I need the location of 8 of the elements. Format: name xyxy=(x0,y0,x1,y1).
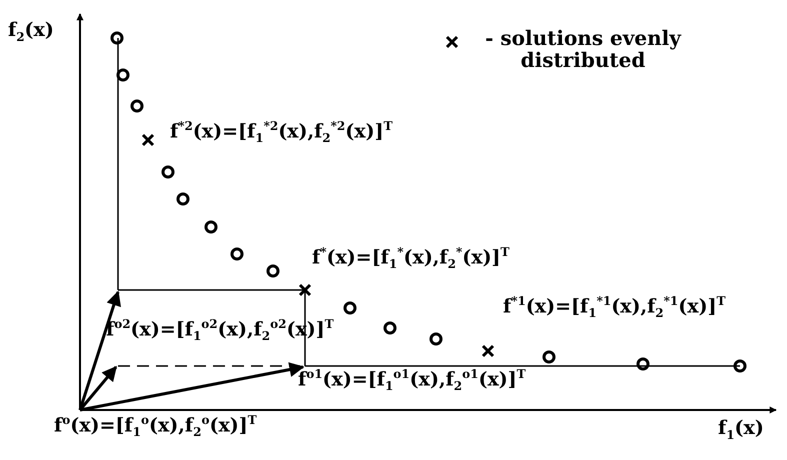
formula-label: f$^{*1}$(x)=[f$_{1}$$^{*1}$(x),f$_{2}$$^{*1}$(x)]$^{T}$ xyxy=(503,295,726,320)
axis-label: f$_{1}$(x) xyxy=(718,418,764,442)
formula-label: f$^{*2}$(x)=[f$_{1}$$^{*2}$(x),f$_{2}$$^{*2}$(x)]$^{T}$ xyxy=(170,120,393,146)
formula-label: f$^{o1}$(x)=[f$_{1}$$^{o1}$(x),f$_{2}$$^{o1}$(x)]$^{T}$ xyxy=(298,368,526,394)
axis-label: f$_{2}$(x) xyxy=(8,20,54,44)
legend-text: - solutions evenly distributed xyxy=(484,27,682,71)
formula-label: f$^{*}$(x)=[f$_{1}$$^{*}$(x),f$_{2}$$^{*}$(x)]$^{T}$ xyxy=(312,246,510,272)
formula-label: f$^{o}$(x)=[f$_{1}$$^{o}$(x),f$_{2}$$^{o}$(x)]$^{T}$ xyxy=(54,414,257,440)
